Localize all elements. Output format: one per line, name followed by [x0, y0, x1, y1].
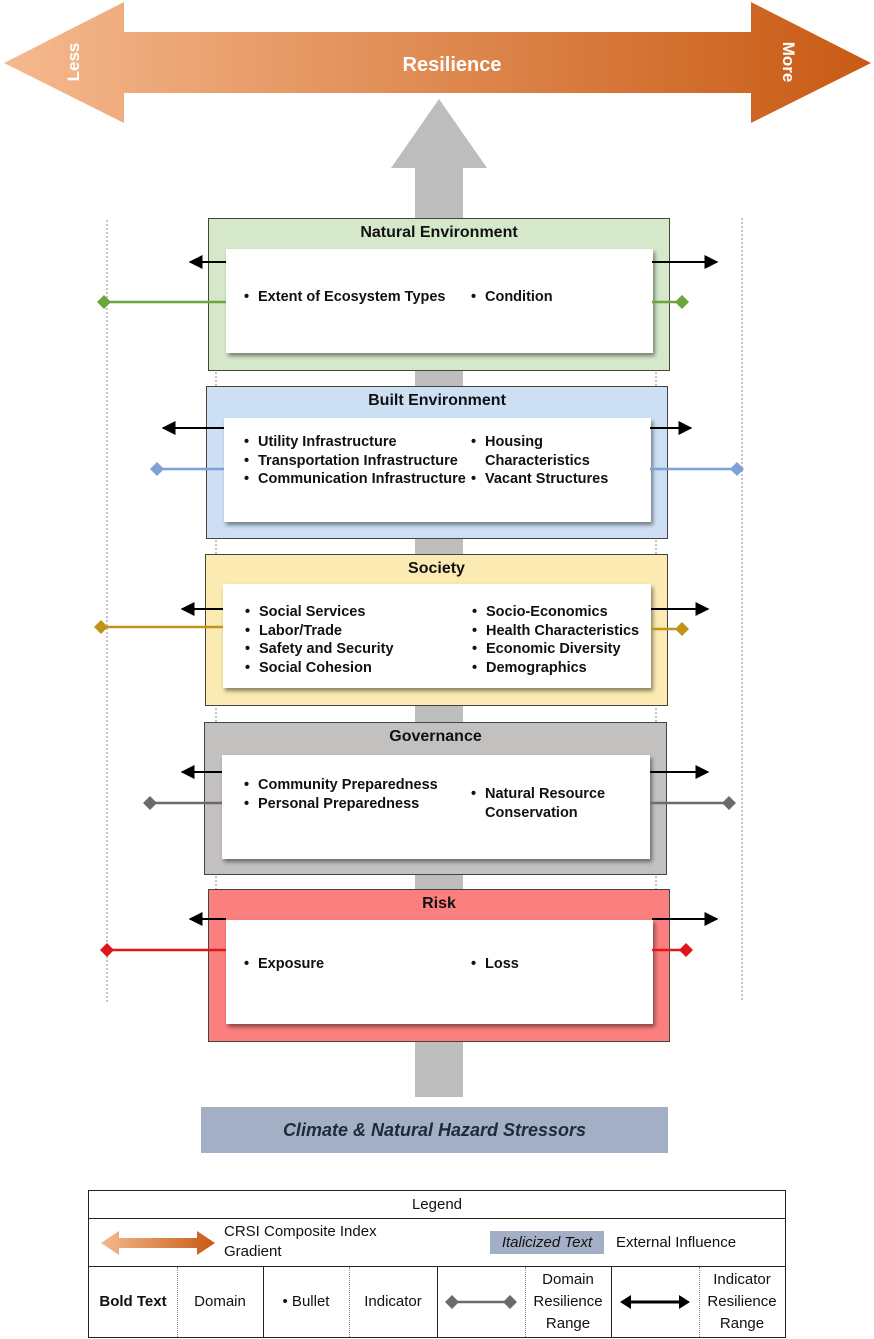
indicator-item: Housing Characteristics	[469, 433, 619, 470]
indicator-range-double-arrow-icon	[620, 1295, 690, 1309]
indicator-item: Natural Resource Conservation	[469, 785, 639, 822]
indicator-panel: Extent of Ecosystem Types Condition	[226, 249, 653, 353]
legend-title: Legend	[89, 1191, 785, 1219]
indicator-item: Transportation Infrastructure	[242, 452, 467, 471]
indicator-item: Extent of Ecosystem Types	[242, 288, 457, 307]
stressor-label: Climate & Natural Hazard Stressors	[282, 1119, 587, 1140]
legend-row-symbols: Bold Text Domain • Bullet Indicator Doma…	[89, 1267, 785, 1337]
indicator-item: Communication Infrastructure	[242, 470, 467, 489]
italic-sample: Italicized Text	[490, 1231, 604, 1254]
indicator-list-left: Exposure	[242, 955, 457, 974]
domain-title: Governance	[389, 728, 482, 745]
gradient-sample-arrow	[101, 1231, 215, 1255]
legend: Legend CRSI Composite Index Gradient Ita…	[88, 1190, 786, 1338]
indicator-item: Social Services	[243, 603, 458, 622]
domain-governance: Governance Community PreparednessPersona…	[204, 722, 667, 875]
indicator-item: Demographics	[470, 659, 650, 678]
indicator-item: Personal Preparedness	[242, 795, 442, 814]
bold-sample: Bold Text	[99, 1293, 167, 1310]
indicator-list-left: Social ServicesLabor/TradeSafety and Sec…	[243, 603, 458, 677]
domain-range-diamond-icon	[445, 1295, 517, 1309]
indicator-list-left: Community PreparednessPersonal Preparedn…	[242, 776, 442, 813]
indicator-list-left: Extent of Ecosystem Types	[242, 288, 457, 307]
indicator-item: Loss	[469, 955, 649, 974]
indicator-list-right: Loss	[469, 955, 649, 974]
indicator-panel: Social ServicesLabor/TradeSafety and Sec…	[223, 584, 651, 688]
indicator-list-right: Condition	[469, 288, 649, 307]
bold-meaning: Domain	[194, 1293, 246, 1310]
indicator-list-right: Natural Resource Conservation	[469, 785, 639, 822]
indicator-item: Utility Infrastructure	[242, 433, 467, 452]
indicator-panel: Community PreparednessPersonal Preparedn…	[222, 755, 650, 859]
indicator-list-right: Housing CharacteristicsVacant Structures	[469, 433, 619, 489]
more-label: More	[779, 42, 798, 83]
domain-risk: Risk Exposure Loss	[208, 889, 670, 1042]
indicator-item: Socio-Economics	[470, 603, 650, 622]
indicator-panel: Exposure Loss	[226, 920, 653, 1024]
indicator-item: Economic Diversity	[470, 640, 650, 659]
indicator-item: Condition	[469, 288, 649, 307]
domain-built-environment: Built Environment Utility Infrastructure…	[206, 386, 668, 539]
indicator-item: Vacant Structures	[469, 470, 619, 489]
domain-range-sample	[437, 1267, 525, 1337]
indicator-range-sample	[611, 1267, 699, 1337]
domain-title: Natural Environment	[360, 224, 518, 241]
indicator-list-left: Utility InfrastructureTransportation Inf…	[242, 433, 467, 489]
domain-title: Built Environment	[368, 392, 506, 409]
indicator-item: Community Preparedness	[242, 776, 442, 795]
indicator-item: Labor/Trade	[243, 622, 458, 641]
indicator-panel: Utility InfrastructureTransportation Inf…	[224, 418, 651, 522]
domain-society: Society Social ServicesLabor/TradeSafety…	[205, 554, 668, 706]
indicator-range-label: Indicator Resilience Range	[707, 1271, 777, 1332]
indicator-item: Health Characteristics	[470, 622, 650, 641]
domain-range-label: Domain Resilience Range	[533, 1271, 603, 1332]
legend-row-gradient: CRSI Composite Index Gradient Italicized…	[89, 1219, 785, 1267]
indicator-list-right: Socio-EconomicsHealth CharacteristicsEco…	[470, 603, 650, 677]
resilience-label: Resilience	[403, 54, 502, 76]
italic-meaning: External Influence	[616, 1234, 737, 1251]
domain-natural-environment: Natural Environment Extent of Ecosystem …	[208, 218, 670, 371]
domain-title: Society	[408, 560, 465, 577]
climate-hazard-stressors-box: Climate & Natural Hazard Stressors	[201, 1107, 668, 1153]
indicator-item: Social Cohesion	[243, 659, 458, 678]
bullet-sample: • Bullet	[282, 1293, 330, 1310]
bullet-meaning: Indicator	[364, 1293, 422, 1310]
domain-title: Risk	[422, 895, 456, 912]
gradient-label: CRSI Composite Index Gradient	[224, 1223, 377, 1260]
resilience-gradient-arrow	[4, 2, 871, 123]
indicator-item: Safety and Security	[243, 640, 458, 659]
indicator-item: Exposure	[242, 955, 457, 974]
less-label: Less	[64, 43, 83, 82]
